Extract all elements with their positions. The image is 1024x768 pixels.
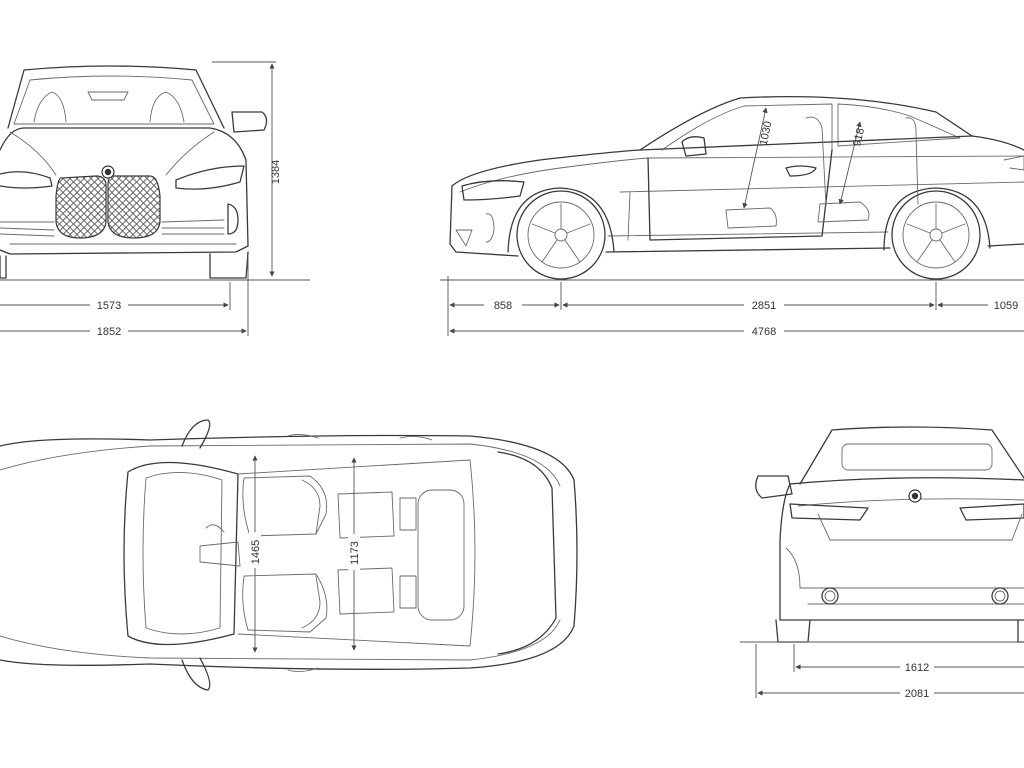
side-front-overhang-label: 858 bbox=[494, 300, 512, 312]
side-rear-headroom-label: 918 bbox=[851, 127, 867, 148]
side-wheelbase-label: 2851 bbox=[752, 300, 776, 312]
rear-width-label: 2081 bbox=[905, 688, 929, 700]
front-height-label: 1384 bbox=[270, 160, 282, 184]
side-rear-overhang-label: 1059 bbox=[994, 300, 1018, 312]
front-view: 1384 1573 1852 bbox=[0, 61, 310, 338]
side-view: 1030 918 858 2851 1059 4768 bbox=[440, 95, 1024, 338]
rear-track-label: 1612 bbox=[905, 662, 929, 674]
top-view: 1465 1173 bbox=[0, 419, 578, 691]
front-width-label: 1852 bbox=[97, 326, 121, 338]
side-length-label: 4768 bbox=[752, 326, 776, 338]
side-front-headroom-label: 1030 bbox=[758, 120, 775, 146]
front-track-label: 1573 bbox=[97, 300, 121, 312]
rear-view: 1612 2081 bbox=[740, 426, 1024, 700]
top-front-shoulder-label: 1465 bbox=[250, 540, 262, 564]
top-rear-shoulder-label: 1173 bbox=[349, 541, 361, 565]
